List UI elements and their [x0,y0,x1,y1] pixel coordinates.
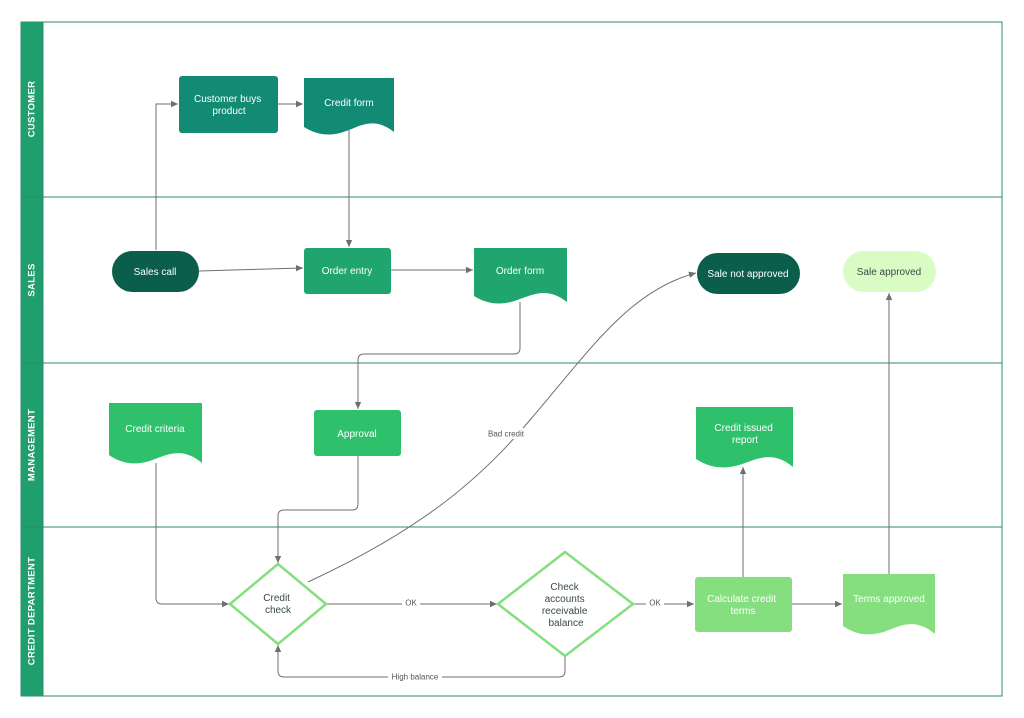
pool-frame [20,21,1003,697]
edge-approval-to-credit-check [274,456,359,563]
edge-label-ok-2: OK [649,599,661,608]
edge-credit-criteria-to-credit-check [155,463,229,608]
document-credit-criteria[interactable]: Credit criteria [109,403,202,464]
document-terms-approved[interactable]: Terms approved [843,574,935,635]
edge-sales-call-to-order-entry [198,265,304,272]
edge-sales-call-to-customer-buys [155,100,178,250]
lane-label-credit-department: CREDIT DEPARTMENT [27,557,38,665]
node-label: Order form [496,266,544,277]
document-credit-form[interactable]: Credit form [304,78,394,135]
edge-label-bg [402,598,420,609]
decision-credit-check[interactable]: Credit check [228,562,328,646]
node-label: Calculate credit terms [707,594,779,617]
node-label: Credit check [263,593,292,616]
node-label: Sale approved [857,267,922,278]
node-label: Credit criteria [125,424,185,435]
edge-label-high-balance: High balance [392,673,439,682]
node-label: Order entry [322,266,373,277]
terminator-sales-call[interactable]: Sales call [112,251,199,292]
edge-label-bg [646,598,664,609]
process-calculate-credit-terms[interactable]: Calculate credit terms [695,577,792,632]
edge-label-bg [388,671,442,682]
node-label: Approval [337,429,376,440]
document-credit-issued-report[interactable]: Credit issued report [696,407,793,468]
edge-order-form-to-approval [354,302,521,409]
connectors: Bad credit OK OK High balance [155,100,893,682]
edge-label-bg [486,428,526,439]
edge-credit-check-to-sale-not-approved [307,271,697,583]
terminator-sale-approved[interactable]: Sale approved [843,251,936,292]
document-order-form[interactable]: Order form [474,248,567,304]
process-order-entry[interactable]: Order entry [304,248,391,294]
lane-label-sales: SALES [27,263,38,296]
nodes: Customer buys product Credit form Sales … [109,76,936,658]
swimlanes: CUSTOMER SALES MANAGEMENT CREDIT DEPARTM… [20,21,1003,697]
edge-label-ok-1: OK [405,599,417,608]
node-label: Check accounts receivable balance [542,582,590,629]
node-label: Credit form [324,98,373,109]
edge-label-bad-credit: Bad credit [488,430,525,439]
terminator-sale-not-approved[interactable]: Sale not approved [697,253,800,294]
node-label: Credit issued report [714,423,775,446]
lane-label-customer: CUSTOMER [27,81,38,138]
process-approval[interactable]: Approval [314,410,401,456]
decision-check-accounts-receivable-balance[interactable]: Check accounts receivable balance [496,550,635,658]
lane-label-management: MANAGEMENT [27,409,38,481]
node-label: Sales call [134,267,177,278]
process-customer-buys-product[interactable]: Customer buys product [179,76,278,133]
node-label: Sale not approved [707,269,788,280]
node-label: Terms approved [853,594,925,605]
node-label: Customer buys product [194,94,264,117]
